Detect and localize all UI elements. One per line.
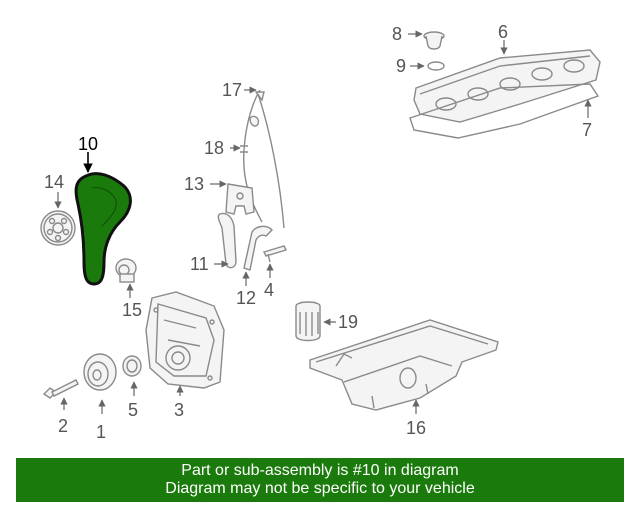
chain-guide-part-11	[217, 212, 237, 269]
balancer-pulley-part-1	[83, 353, 117, 391]
callout-4[interactable]: 4	[264, 280, 274, 300]
callout-16[interactable]: 16	[406, 418, 426, 438]
callout-6[interactable]: 6	[498, 22, 508, 42]
callout-14[interactable]: 14	[44, 172, 64, 192]
info-banner: Part or sub-assembly is #10 in diagram D…	[16, 458, 624, 502]
valve-cover-part-6	[413, 49, 601, 123]
banner-line-part: Part or sub-assembly is #10 in diagram	[181, 462, 459, 479]
sprocket-part-14	[40, 210, 76, 246]
callout-8[interactable]: 8	[392, 24, 402, 44]
callout-11[interactable]: 11	[190, 254, 209, 274]
callout-17[interactable]: 17	[222, 80, 242, 100]
callout-1[interactable]: 1	[96, 422, 106, 442]
bolt-part-2	[42, 379, 79, 399]
callout-18[interactable]: 18	[204, 138, 224, 158]
callout-9[interactable]: 9	[396, 56, 406, 76]
callout-2[interactable]: 2	[58, 416, 68, 436]
tensioner-shoe-part-12	[243, 225, 273, 271]
oil-filter-part-19	[295, 301, 321, 342]
callout-19[interactable]: 19	[338, 312, 358, 332]
banner-line-disclaimer: Diagram may not be specific to your vehi…	[165, 480, 475, 497]
callout-5[interactable]: 5	[128, 400, 138, 420]
parts-diagram: 10 14 15 17 18 13 11	[40, 22, 601, 442]
oil-pan-part-16	[309, 319, 499, 411]
gasket-part-7	[409, 83, 600, 139]
oil-cap-part-8	[423, 31, 445, 50]
callout-12[interactable]: 12	[236, 288, 256, 308]
timing-cover-part-3	[145, 291, 225, 389]
callout-10[interactable]: 10	[78, 134, 98, 154]
callout-15[interactable]: 15	[122, 300, 142, 320]
sprocket-part-15	[115, 258, 137, 283]
tensioner-part-4	[263, 245, 287, 263]
seal-part-5	[122, 355, 142, 377]
callout-3[interactable]: 3	[174, 400, 184, 420]
o-ring-part-9	[427, 61, 445, 71]
timing-chain-part-10[interactable]	[74, 172, 132, 286]
callout-7[interactable]: 7	[582, 120, 592, 140]
callout-13[interactable]: 13	[184, 174, 204, 194]
bracket-part-13	[225, 183, 255, 215]
